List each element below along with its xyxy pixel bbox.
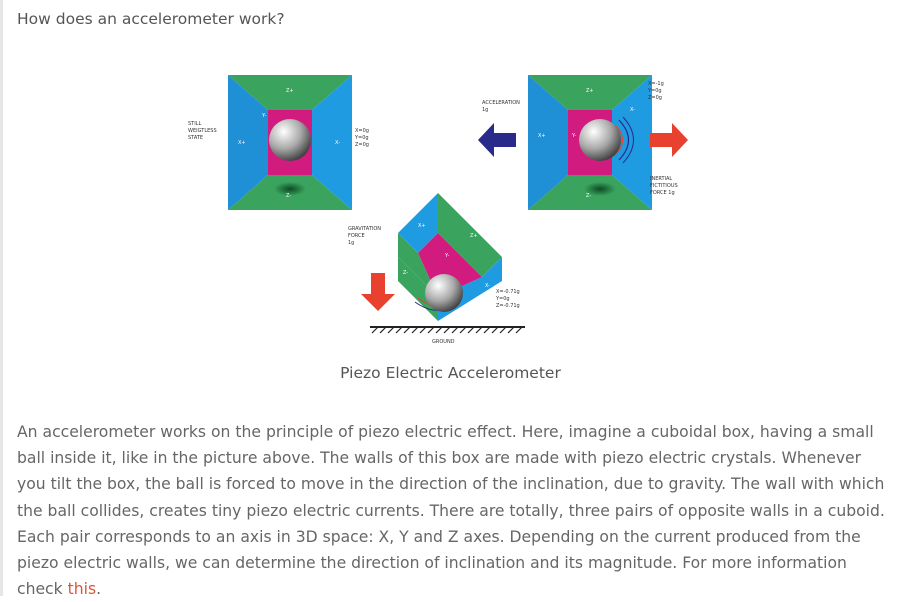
reading-z: Z=0g — [355, 142, 369, 148]
paragraph-text: An accelerometer works on the principle … — [17, 423, 885, 599]
face-label-back: Y- — [571, 133, 576, 139]
face-label-bottom-left: Z- — [403, 270, 408, 276]
ground-label: GROUND — [432, 339, 455, 345]
inertial-label-1: INERTIAL — [650, 176, 672, 182]
face-label-top: Z+ — [286, 88, 294, 94]
ball — [579, 119, 621, 161]
ground-hatch — [371, 326, 523, 334]
right-arrow-icon — [650, 123, 688, 157]
body-paragraph: An accelerometer works on the principle … — [17, 419, 889, 602]
left-border — [0, 0, 3, 596]
reading-x: X=-0.71g — [496, 289, 520, 295]
box1-weightless: Z+ Z- X+ X- Y- STILL WEIGTLESS STATE X=0… — [188, 75, 369, 210]
figure-caption: Piezo Electric Accelerometer — [340, 364, 561, 382]
paragraph-end: . — [96, 580, 102, 599]
reading-y: Y=0g — [495, 296, 510, 302]
reading-z: Z=0g — [648, 95, 662, 101]
reading-z: Z=-0.71g — [496, 303, 520, 309]
state-label-2: WEIGTLESS — [188, 128, 217, 134]
face-label-right: X- — [630, 107, 635, 113]
section-heading: How does an accelerometer work? — [17, 10, 285, 28]
left-arrow-icon — [478, 123, 516, 157]
accelerometer-figure: Z+ Z- X+ X- Y- STILL WEIGTLESS STATE X=0… — [160, 65, 740, 365]
state-label-3: STATE — [188, 135, 203, 141]
accel-value: 1g — [482, 107, 488, 113]
reading-x: X=0g — [355, 128, 369, 134]
box3-tilted: GRAVITATION FORCE 1g X+ Z+ Z- X- Y- X=-0… — [348, 193, 525, 345]
state-label-1: STILL — [188, 121, 201, 127]
face-label-top: Z+ — [586, 88, 594, 94]
face-label-bottom: Z- — [586, 193, 591, 199]
face-label-left: X+ — [238, 140, 246, 146]
box2-accelerating: ACCELERATION 1g Z+ Z- X+ X- Y- X=-1g Y=0… — [478, 75, 688, 210]
face-label-back: Y- — [261, 113, 266, 119]
face-label-bottom: Z- — [286, 193, 291, 199]
accel-label: ACCELERATION — [482, 100, 520, 106]
gravity-label-2: FORCE — [348, 233, 365, 239]
face-label-top-right: Z+ — [470, 233, 478, 239]
face-label-left: X+ — [538, 133, 546, 139]
gravity-label-3: 1g — [348, 240, 354, 246]
inertial-label-3: FORCE 1g — [650, 190, 675, 196]
face-label-back: Y- — [444, 253, 449, 259]
reading-y: Y=0g — [354, 135, 369, 141]
down-arrow-icon — [361, 273, 395, 311]
ball — [269, 119, 311, 161]
gravity-label-1: GRAVITATION — [348, 226, 381, 232]
face-label-top-left: X+ — [418, 223, 426, 229]
face-label-right: X- — [335, 140, 340, 146]
reading-y: Y=0g — [647, 88, 662, 94]
reading-x: X=-1g — [648, 81, 664, 87]
face-label-bottom-right: X- — [485, 283, 490, 289]
ball — [425, 274, 463, 312]
inertial-label-2: FICTITIOUS — [650, 183, 678, 189]
more-info-link[interactable]: this — [67, 580, 97, 599]
accelerometer-diagram: Z+ Z- X+ X- Y- STILL WEIGTLESS STATE X=0… — [188, 75, 688, 345]
